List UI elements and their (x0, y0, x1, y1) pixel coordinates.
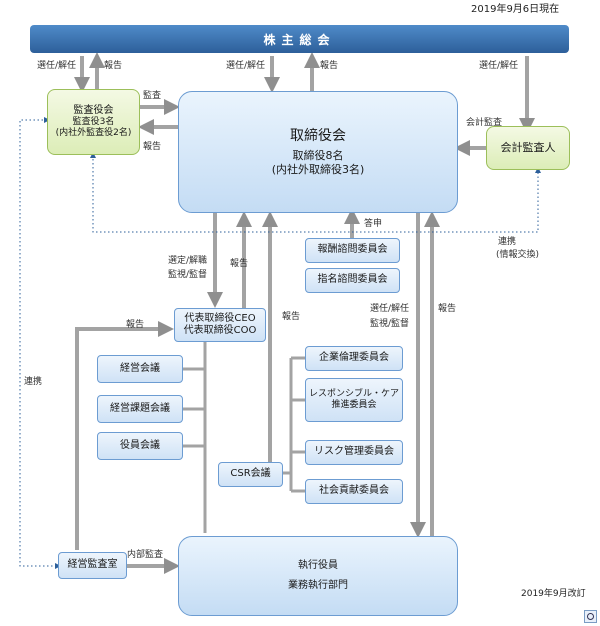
label-select-dismiss: 選任/解任 (37, 61, 77, 71)
nomination-committee-box: 指名諮問委員会 (305, 268, 400, 293)
label-accounting-audit: 会計監査 (466, 118, 503, 128)
label-select-dismiss: 選任/解任 (226, 61, 266, 71)
dotted-audit-internal (19, 117, 61, 569)
csr-meeting-label: CSR会議 (230, 468, 271, 480)
revised-date: 2019年9月改訂 (521, 589, 586, 599)
as-of-date: 2019年9月6日現在 (471, 4, 560, 15)
label-report: 報告 (282, 312, 301, 322)
responsible-care-committee-box: レスポンシブル・ケア 推進委員会 (305, 378, 403, 422)
audit-board-box: 監査役会 監査役3名 (内社外監査役2名) (47, 89, 140, 155)
officers-meeting-box: 役員会議 (97, 432, 183, 460)
board-members: 取締役8名 (292, 149, 344, 162)
label-supervise: 監視/監督 (370, 319, 410, 329)
label-cooperation: 連携 (498, 237, 517, 247)
audit-board-members: 監査役3名 (72, 117, 115, 127)
management-meeting-box: 経営会議 (97, 355, 183, 383)
ethics-committee-label: 企業倫理委員会 (319, 352, 389, 364)
accounting-auditor-box: 会計監査人 (486, 126, 570, 170)
officers-meeting-label: 役員会議 (120, 439, 160, 451)
shareholders-meeting: 株主総会 (30, 25, 569, 53)
coo-label: 代表取締役COO (183, 325, 257, 336)
zoom-icon[interactable] (584, 610, 597, 623)
ethics-committee-box: 企業倫理委員会 (305, 346, 403, 371)
remuneration-committee-box: 報酬諮問委員会 (305, 238, 400, 263)
internal-audit-office-box: 経営監査室 (58, 552, 127, 579)
label-report: 報告 (104, 61, 123, 71)
board-outside: (内社外取締役3名) (271, 162, 365, 176)
responsible-care-sub: 推進委員会 (331, 400, 377, 410)
responsible-care-label: レスポンシブル・ケア (308, 388, 399, 399)
remuneration-committee-label: 報酬諮問委員会 (317, 244, 388, 256)
label-cooperation: 連携 (24, 377, 43, 387)
board-title: 取締役会 (290, 127, 346, 144)
label-supervise: 監視/監督 (168, 270, 208, 280)
label-select-dismiss: 選任/解任 (370, 304, 410, 314)
label-report: 報告 (320, 61, 339, 71)
label-report-answer: 答申 (364, 219, 383, 229)
ceo-box: 代表取締役CEO 代表取締役COO (174, 308, 266, 342)
executive-officers-box: 執行役員 業務執行部門 (178, 536, 458, 616)
board-of-directors-box: 取締役会 取締役8名 (内社外取締役3名) (178, 91, 458, 213)
label-report: 報告 (143, 142, 162, 152)
social-contribution-committee-box: 社会貢献委員会 (305, 479, 403, 504)
audit-board-title: 監査役会 (73, 104, 114, 116)
dotted-audit-accountant (90, 152, 541, 233)
management-meeting-label: 経営会議 (120, 362, 160, 374)
accounting-auditor-label: 会計監査人 (500, 141, 556, 155)
label-report: 報告 (230, 259, 249, 269)
internal-audit-office-label: 経営監査室 (67, 559, 118, 571)
risk-committee-box: リスク管理委員会 (305, 440, 403, 465)
label-internal-audit: 内部監査 (127, 550, 164, 560)
arrow-audit-ceo (75, 321, 174, 550)
issues-meeting-box: 経営課題会議 (97, 395, 183, 423)
audit-board-outside: (内社外監査役2名) (55, 128, 132, 139)
label-select-dismiss: 選任/解任 (479, 61, 519, 71)
csr-meeting-box: CSR会議 (218, 462, 283, 487)
label-report: 報告 (438, 304, 457, 314)
label-report: 報告 (126, 320, 145, 330)
social-contribution-label: 社会貢献委員会 (319, 485, 389, 497)
nomination-committee-label: 指名諮問委員会 (317, 274, 388, 286)
ceo-label: 代表取締役CEO (184, 312, 256, 324)
label-cooperation-info: (情報交換) (496, 250, 540, 260)
risk-committee-label: リスク管理委員会 (314, 446, 394, 458)
business-execution-label: 業務執行部門 (288, 580, 348, 591)
issues-meeting-label: 経営課題会議 (110, 402, 170, 414)
label-audit: 監査 (143, 91, 162, 101)
executive-officers-label: 執行役員 (298, 559, 338, 571)
label-select-dismiss-2: 選定/解職 (168, 256, 208, 266)
